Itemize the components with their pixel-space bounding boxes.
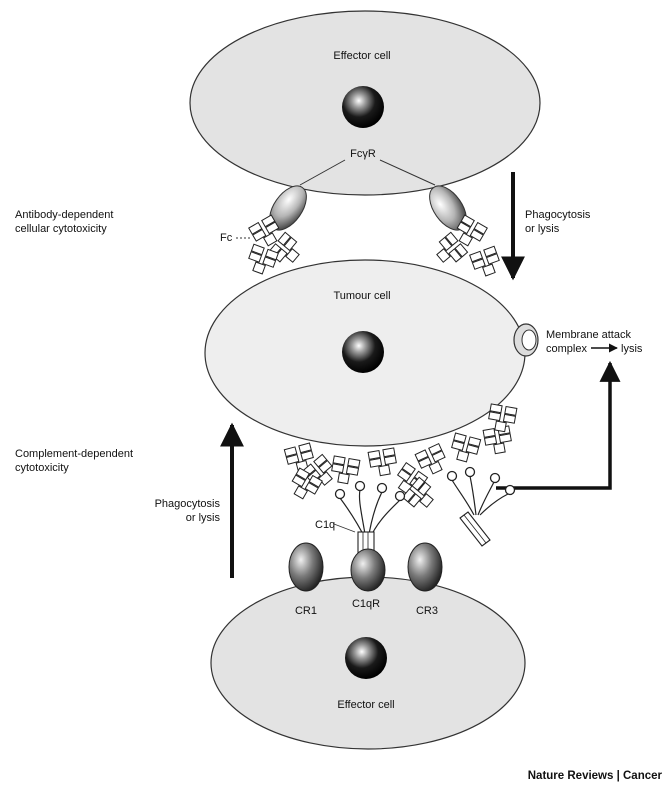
c1q-receptor	[351, 549, 385, 591]
antibody-adcc-6	[470, 246, 503, 278]
c1qr-label: C1qR	[352, 598, 380, 610]
cdc-label-line1: Complement-dependent	[15, 448, 133, 460]
c1q-label: C1q	[315, 519, 335, 531]
mac-label-line2: complex	[546, 343, 587, 355]
antibody-cdc-8	[449, 433, 481, 464]
fc-label: Fc	[220, 232, 233, 244]
membrane-attack-complex	[514, 324, 538, 356]
cr3-receptor	[408, 543, 442, 591]
adcc-label-line2: cellular cytotoxicity	[15, 223, 107, 235]
tumour-cell-label: Tumour cell	[333, 290, 390, 302]
phagocytosis-top-line2: or lysis	[525, 223, 560, 235]
antibody-cdc-5	[368, 448, 398, 477]
adcc-label-line1: Antibody-dependent	[15, 209, 113, 221]
top-cell-nucleus	[342, 86, 384, 128]
c1q-complex-bound	[336, 482, 405, 555]
bottom-cell-label: Effector cell	[337, 699, 394, 711]
tumour-cell-nucleus	[342, 331, 384, 373]
fc-receptor-label: FcγR	[350, 148, 376, 160]
top-effector-cell: Effector cell	[190, 11, 540, 195]
cr1-receptor	[289, 543, 323, 591]
phagocytosis-top-line1: Phagocytosis	[525, 209, 591, 221]
bottom-cell-nucleus	[345, 637, 387, 679]
top-cell-label: Effector cell	[333, 50, 390, 62]
cr3-label: CR3	[416, 605, 438, 617]
antibody-cdc-11	[402, 477, 438, 513]
cdc-label-line2: cytotoxicity	[15, 462, 69, 474]
tumour-cell: Tumour cell	[205, 260, 525, 446]
c1q-complex-free	[448, 468, 515, 547]
c1q-pointer	[334, 524, 355, 532]
antibody-cdc-4	[330, 456, 360, 485]
mac-label-line1: Membrane attack	[546, 329, 631, 341]
phagocytosis-bottom-line2: or lysis	[186, 512, 221, 524]
phagocytosis-bottom-line1: Phagocytosis	[155, 498, 221, 510]
mac-label-line3: lysis	[621, 343, 643, 355]
journal-credit: Nature Reviews | Cancer	[528, 770, 663, 782]
cr1-label: CR1	[295, 605, 317, 617]
